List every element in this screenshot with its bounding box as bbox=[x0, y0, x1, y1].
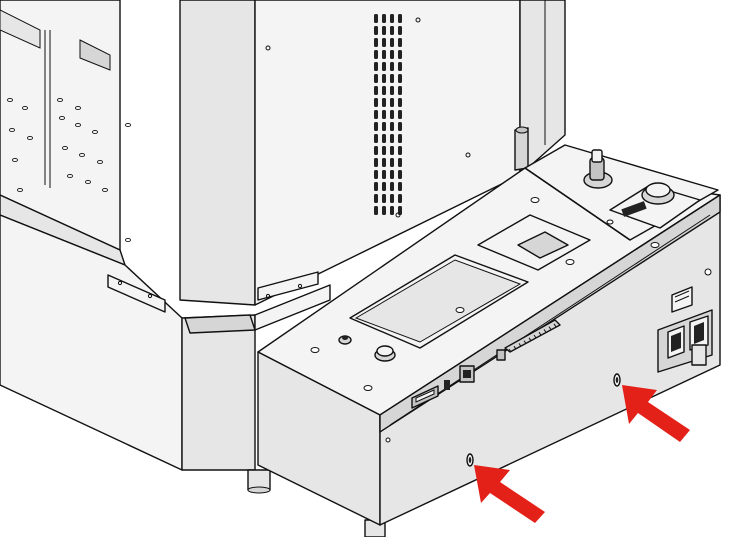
knob-button bbox=[374, 345, 396, 362]
vent-slot bbox=[374, 194, 378, 203]
vent-slot bbox=[382, 110, 386, 119]
vent-slot bbox=[390, 62, 394, 71]
vent-slot bbox=[382, 122, 386, 131]
vent-slot bbox=[398, 194, 402, 203]
vent-slot bbox=[398, 50, 402, 59]
vent-slot bbox=[374, 38, 378, 47]
vent-slot bbox=[390, 74, 394, 83]
vent-slot bbox=[398, 170, 402, 179]
emergency-stop bbox=[609, 182, 701, 229]
led-segment bbox=[528, 337, 532, 342]
vent-slot bbox=[374, 74, 378, 83]
led-segment bbox=[508, 348, 512, 353]
vent-slot bbox=[398, 122, 402, 131]
control-box bbox=[257, 144, 721, 526]
vent-slot bbox=[382, 206, 386, 215]
base-frame bbox=[0, 214, 386, 537]
vent-slot bbox=[398, 134, 402, 143]
led-segment bbox=[518, 343, 522, 347]
front-panel-screw-right bbox=[613, 373, 621, 387]
vent-slot bbox=[398, 38, 402, 47]
vent-slot bbox=[390, 50, 394, 59]
front-panel-screw-left bbox=[466, 453, 474, 467]
vent-slot bbox=[398, 182, 402, 191]
vent-slot bbox=[382, 14, 386, 23]
vent-slot bbox=[374, 134, 378, 143]
key-switch bbox=[583, 149, 613, 189]
led-segment bbox=[513, 345, 517, 350]
vent-slot bbox=[374, 98, 378, 107]
led-segment bbox=[548, 326, 552, 330]
vent-slot bbox=[382, 134, 386, 143]
led-strip bbox=[504, 319, 561, 353]
vent-slot bbox=[398, 14, 402, 23]
serial-port bbox=[411, 385, 439, 409]
vent-slot bbox=[398, 62, 402, 71]
vent-slot bbox=[374, 182, 378, 191]
vent-slot bbox=[374, 14, 378, 23]
vent-slot bbox=[382, 194, 386, 203]
vent-slot bbox=[382, 158, 386, 167]
vent-slot bbox=[374, 170, 378, 179]
vent-slot bbox=[390, 182, 394, 191]
vent-slot bbox=[398, 98, 402, 107]
vent-slot bbox=[390, 194, 394, 203]
vent-slot bbox=[374, 122, 378, 131]
ethernet-port bbox=[459, 365, 475, 383]
vent-slot bbox=[382, 38, 386, 47]
vent-slot bbox=[390, 158, 394, 167]
vent-slot bbox=[398, 74, 402, 83]
perforation-holes bbox=[7, 97, 131, 243]
open-cabinet bbox=[0, 0, 131, 266]
led-segment bbox=[553, 323, 557, 328]
vent-slot bbox=[398, 26, 402, 35]
led-segment bbox=[543, 329, 547, 333]
usb-port bbox=[444, 380, 450, 390]
vent-slot bbox=[382, 74, 386, 83]
vent-slot bbox=[398, 86, 402, 95]
small-port bbox=[496, 349, 506, 361]
vent-slot bbox=[382, 86, 386, 95]
vent-slot bbox=[390, 170, 394, 179]
small-round-button bbox=[338, 335, 352, 345]
vent-slot bbox=[382, 62, 386, 71]
vent-slot bbox=[390, 134, 394, 143]
vent-slot bbox=[390, 38, 394, 47]
vent-slot bbox=[390, 110, 394, 119]
vent-slot bbox=[382, 170, 386, 179]
vent-slot bbox=[390, 206, 394, 215]
vent-slot bbox=[390, 98, 394, 107]
vent-slot bbox=[374, 158, 378, 167]
vent-slot bbox=[374, 110, 378, 119]
vent-slot bbox=[382, 146, 386, 155]
arrow-right-screw bbox=[622, 385, 690, 442]
vent-slot bbox=[390, 122, 394, 131]
vent-slot bbox=[382, 50, 386, 59]
vent-slot bbox=[374, 146, 378, 155]
vent-slot bbox=[390, 14, 394, 23]
vent-slot bbox=[390, 86, 394, 95]
vent-slot bbox=[374, 206, 378, 215]
led-segment bbox=[538, 331, 542, 336]
vent-slot bbox=[382, 98, 386, 107]
vent-slot bbox=[382, 182, 386, 191]
vent-slot bbox=[398, 146, 402, 155]
led-segment bbox=[533, 334, 537, 339]
vent-slot bbox=[398, 158, 402, 167]
vent-slot bbox=[374, 86, 378, 95]
vent-slot bbox=[374, 62, 378, 71]
vent-slot bbox=[390, 146, 394, 155]
vent-slot bbox=[398, 110, 402, 119]
tower-cabinet bbox=[179, 0, 566, 306]
led-segment bbox=[523, 340, 527, 344]
vent-slot bbox=[390, 26, 394, 35]
arrow-left-screw bbox=[474, 465, 545, 523]
label-plate bbox=[671, 286, 693, 313]
vent-slot bbox=[374, 50, 378, 59]
vent-slot bbox=[374, 26, 378, 35]
vent-slot bbox=[382, 26, 386, 35]
